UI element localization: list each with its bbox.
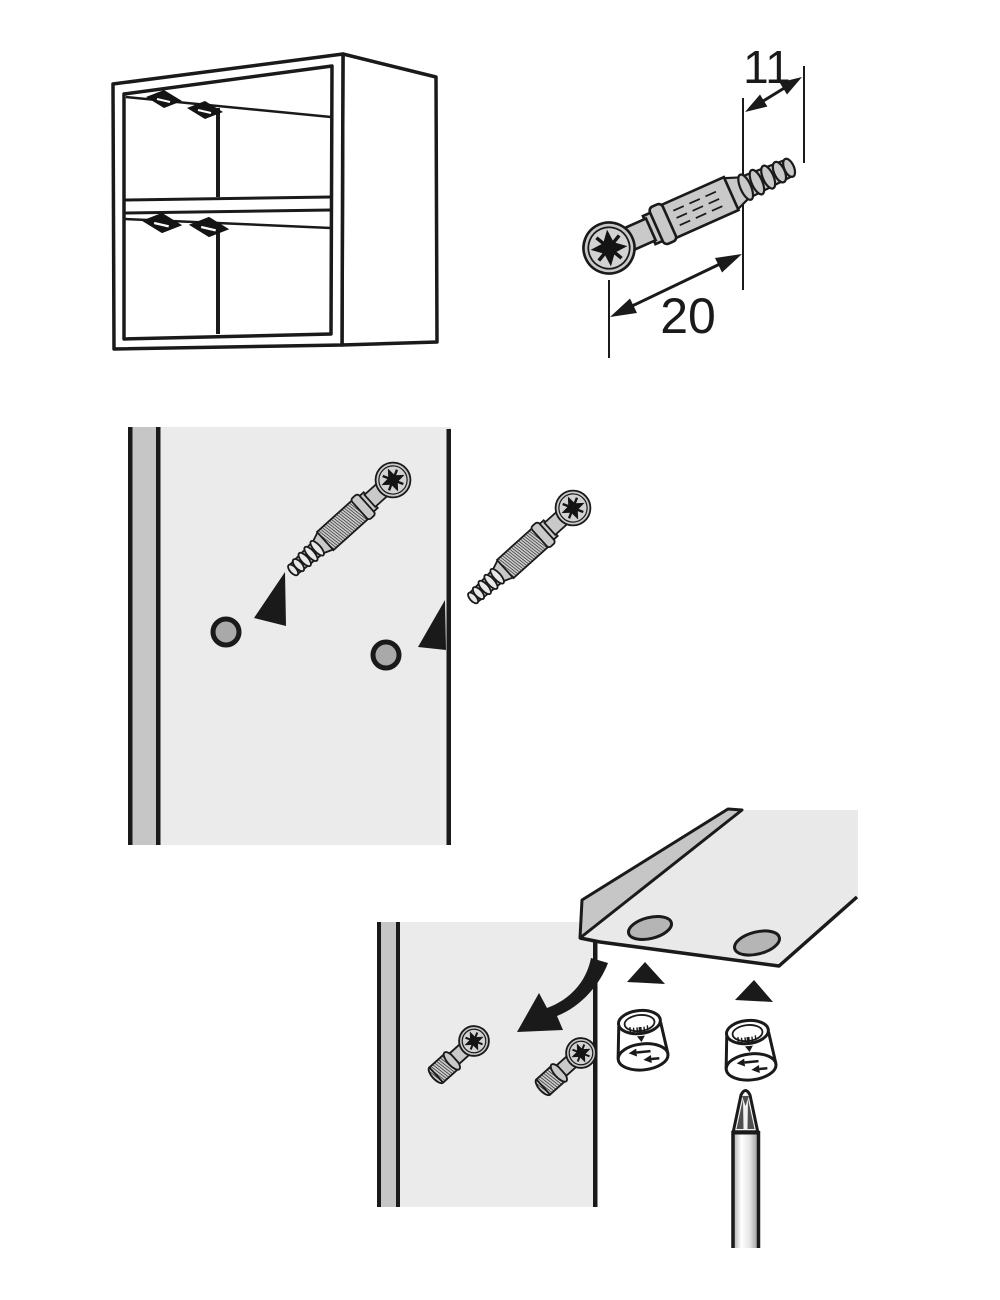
cabinet-illustration	[111, 52, 439, 351]
insert-arrow-icon	[254, 572, 286, 626]
dimension-label-thread-length: 11	[743, 41, 791, 93]
dowel-bolt-icon	[459, 483, 598, 613]
panel-edge-line	[377, 922, 381, 1207]
insert-bolts-step	[128, 427, 598, 845]
cam-hole	[627, 915, 673, 941]
panel-edge-line	[593, 922, 598, 1207]
shelf-panel-edge-band	[578, 807, 744, 940]
dimension-label-bolt-length: 20	[660, 288, 716, 344]
align-arrow-icon	[735, 980, 773, 1002]
dimension-arrow-11	[745, 77, 802, 112]
cabinet-side-panel	[340, 52, 439, 347]
panel-edge-line	[446, 429, 451, 845]
bolt-dimension-figure: 11 20	[575, 41, 804, 358]
panel-edge-line	[396, 922, 400, 1207]
dimension-arrow-20	[610, 254, 742, 317]
panel-edge-line	[156, 427, 161, 845]
shelf-panel-outline	[579, 895, 859, 968]
drill-hole	[210, 616, 242, 648]
align-arrow-icon	[627, 962, 665, 984]
cabinet-shelf-front-edge	[123, 195, 332, 215]
panel-edge-line	[128, 427, 133, 845]
panel-edge-strip	[132, 427, 156, 845]
cam-lock-icon	[611, 1006, 671, 1074]
drill-hole	[370, 639, 402, 671]
attach-panel-step	[377, 807, 859, 1248]
cam-hole	[733, 929, 781, 957]
screwdriver-icon	[731, 1089, 761, 1248]
dowel-bolt-icon	[575, 143, 804, 282]
cam-lock-icon	[719, 1016, 779, 1084]
shelf-panel	[578, 807, 859, 968]
rotate-panel-arrow-icon	[517, 958, 608, 1032]
panel-edge-strip	[381, 922, 396, 1207]
cabinet-opening	[122, 64, 334, 341]
insert-arrow-icon	[418, 600, 446, 650]
